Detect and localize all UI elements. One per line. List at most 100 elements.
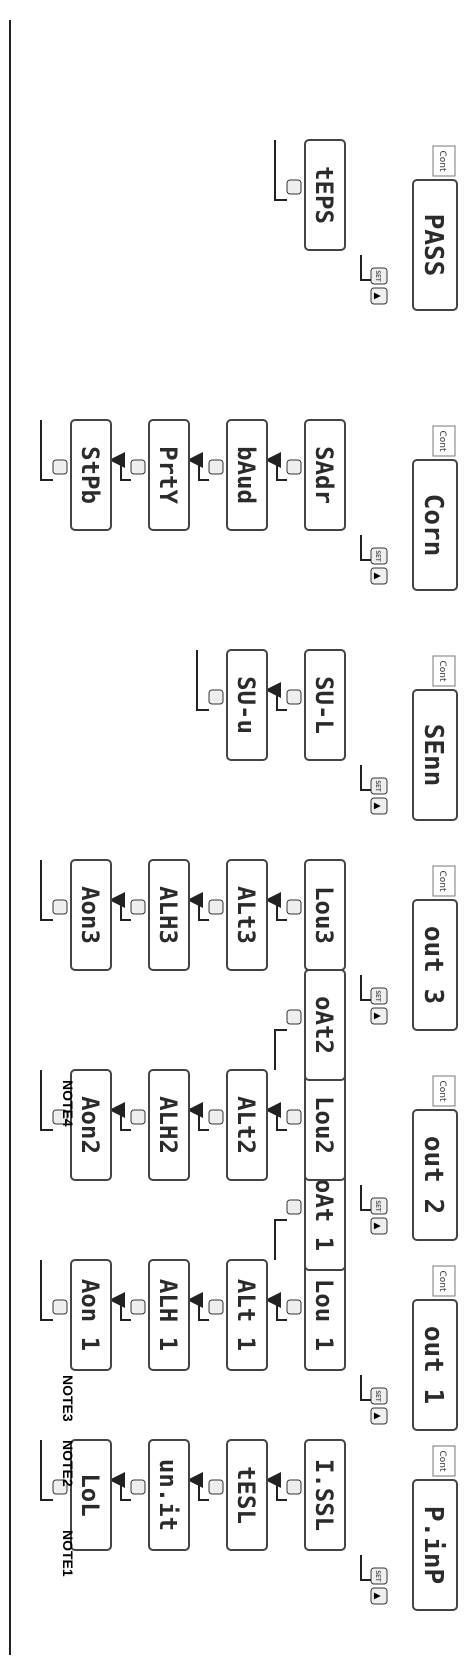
param-display — [70, 859, 112, 971]
set-key-label: SET — [374, 1200, 381, 1212]
return-line — [40, 1440, 53, 1501]
param-display — [226, 649, 268, 761]
param-label: ALt2 — [232, 1096, 260, 1154]
param-label: SU-u — [232, 676, 260, 734]
param-arrow — [109, 452, 131, 481]
param-arrow — [109, 892, 131, 921]
cont-box — [432, 145, 456, 177]
param-display — [70, 1259, 112, 1371]
cont-box — [432, 1265, 456, 1297]
param-label: un.it — [154, 1459, 182, 1531]
menu-label: out 3 — [418, 926, 448, 1004]
set-key-icon — [52, 899, 68, 915]
param-display — [226, 419, 268, 531]
param-arrow — [265, 1292, 287, 1321]
set-key-icon — [370, 1197, 388, 1215]
param-display — [148, 1439, 190, 1551]
set-key-icon — [208, 689, 224, 705]
cont-label: Cont — [437, 150, 447, 171]
param-arrow — [109, 1472, 131, 1501]
param-label: Lou 1 — [310, 1279, 338, 1351]
set-key-icon — [286, 459, 302, 475]
set-key-icon — [286, 1109, 302, 1125]
param-arrow — [187, 1102, 209, 1131]
param-display — [226, 1069, 268, 1181]
cont-box — [432, 425, 456, 457]
menu-branch-line — [360, 255, 371, 281]
param-display — [226, 1439, 268, 1551]
param-arrow — [187, 1472, 209, 1501]
param-label: ALH2 — [154, 1096, 182, 1154]
up-key-icon — [370, 1007, 388, 1025]
menu-branch-line — [360, 1375, 371, 1401]
menu-display — [412, 179, 458, 311]
menu-display — [412, 1109, 458, 1241]
param-arrow — [109, 1292, 131, 1321]
param-display — [304, 139, 346, 251]
note2-label: NOTE2 — [60, 1440, 76, 1487]
param-arrow — [187, 892, 209, 921]
param-label: Aon3 — [76, 886, 104, 944]
set-key-icon — [130, 899, 146, 915]
up-key-icon — [370, 1407, 388, 1425]
set-key-icon — [370, 1567, 388, 1585]
menu-branch-line — [360, 1555, 371, 1581]
menu-label: P.inP — [418, 1506, 448, 1584]
set-key-icon — [370, 1387, 388, 1405]
param-label: tESL — [232, 1466, 260, 1524]
menu-label: PASS — [418, 214, 448, 277]
set-key-icon — [208, 1299, 224, 1315]
set-key-icon — [370, 267, 388, 285]
set-key-icon — [370, 987, 388, 1005]
param-arrow — [265, 452, 287, 481]
param-label: SU-L — [310, 676, 338, 734]
up-key-icon — [370, 797, 388, 815]
return-line — [196, 650, 209, 711]
up-key-icon — [370, 1217, 388, 1235]
set-key-icon — [286, 689, 302, 705]
param-label: Aon 1 — [76, 1279, 104, 1351]
param-label: I.SSL — [310, 1459, 338, 1531]
return-line — [40, 1070, 53, 1131]
menu-display — [412, 459, 458, 591]
return-line — [274, 1219, 287, 1260]
set-key-icon — [286, 1009, 302, 1025]
cont-box — [432, 1075, 456, 1107]
set-key-label: SET — [374, 1570, 381, 1582]
menu-label: out 2 — [418, 1136, 448, 1214]
menu-branch-line — [360, 535, 371, 561]
param-arrow — [265, 892, 287, 921]
param-arrow — [265, 1102, 287, 1131]
param-label: ALH 1 — [154, 1279, 182, 1351]
param-label: oAt 1 — [310, 1179, 338, 1251]
set-key-icon — [130, 1479, 146, 1495]
set-key-icon — [286, 1299, 302, 1315]
menu-label: SEnn — [418, 724, 448, 787]
set-key-icon — [286, 899, 302, 915]
up-key-glyph: ▲ — [372, 1013, 382, 1020]
param-label: Lou2 — [310, 1096, 338, 1154]
menu-label: Corn — [418, 494, 448, 557]
up-key-glyph: ▲ — [372, 1223, 382, 1230]
set-key-icon — [52, 1299, 68, 1315]
up-key-glyph: ▲ — [372, 1593, 382, 1600]
return-line — [40, 420, 53, 481]
param-display — [304, 1439, 346, 1551]
set-key-icon — [208, 899, 224, 915]
param-display — [70, 1069, 112, 1181]
menu-display — [412, 899, 458, 1031]
param-display — [148, 859, 190, 971]
param-display — [304, 649, 346, 761]
set-key-icon — [52, 459, 68, 475]
set-key-icon — [286, 1199, 302, 1215]
param-label: bAud — [232, 446, 260, 504]
up-key-glyph: ▲ — [372, 573, 382, 580]
cont-label: Cont — [437, 1270, 447, 1291]
param-arrow — [265, 682, 287, 711]
